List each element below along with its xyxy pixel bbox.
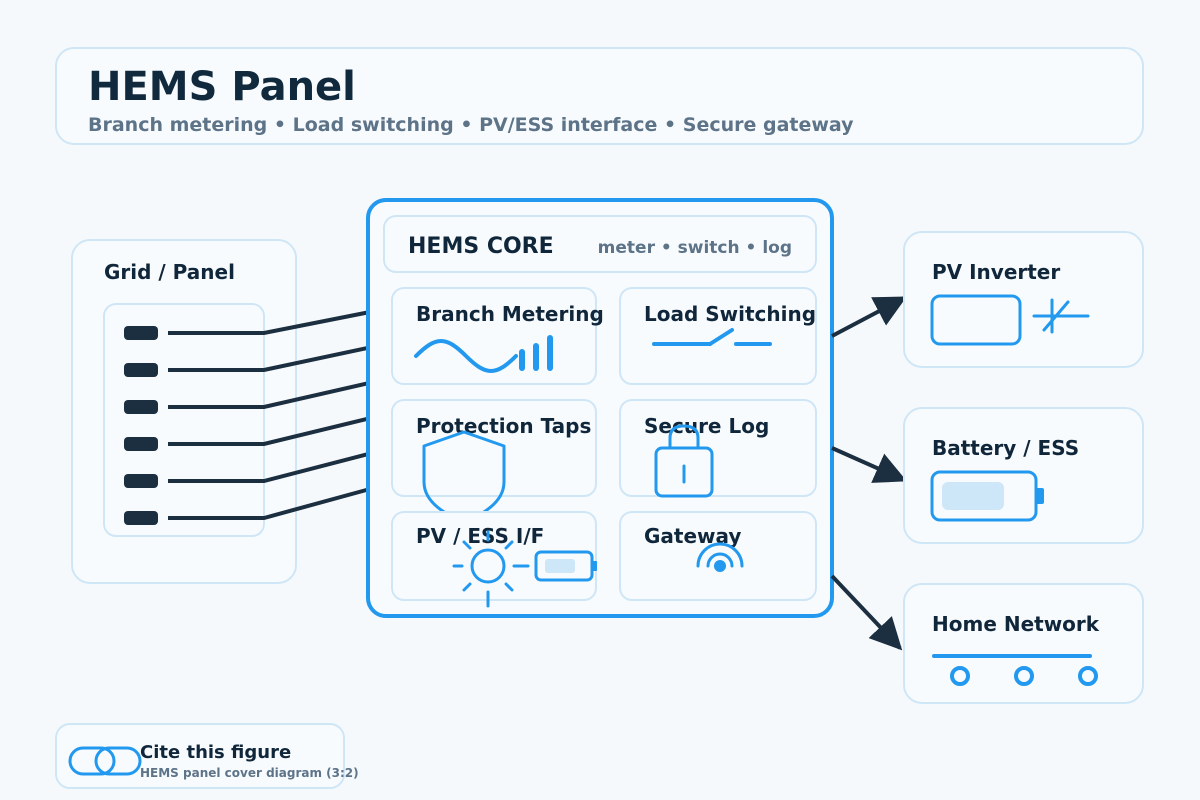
cite-card[interactable]: Cite this figure HEMS panel cover diagra… (55, 723, 359, 789)
page-title: HEMS Panel (88, 64, 356, 110)
grid-panel-box: Grid / Panel (71, 239, 297, 584)
module-label: Load Switching (644, 302, 816, 326)
waveform-bars-icon (414, 335, 553, 373)
arrow-to-home-network (830, 574, 903, 651)
feeder-wire (168, 416, 371, 446)
output-label: Battery / ESS (932, 436, 1079, 460)
feeder-wire (168, 345, 371, 372)
module-pv-ess-interface: PV / ESS I/F (391, 511, 597, 608)
module-secure-log: Secure Log (619, 399, 817, 498)
feeder-wire (168, 310, 371, 335)
module-label: Secure Log (644, 414, 769, 438)
cite-subtitle: HEMS panel cover diagram (3:2) (140, 766, 359, 780)
output-label: PV Inverter (932, 260, 1060, 284)
arrow-to-pv-inverter (831, 296, 907, 338)
module-label: Protection Taps (416, 414, 591, 438)
module-load-switching: Load Switching (619, 287, 817, 385)
breaker (124, 437, 158, 451)
sun-icon (452, 530, 530, 608)
module-gateway: Gateway (619, 511, 817, 601)
output-home-network: Home Network (903, 583, 1144, 704)
padlock-icon (654, 424, 714, 498)
breaker-list (124, 326, 158, 525)
feeder-wires (168, 310, 371, 520)
module-label: Branch Metering (416, 302, 604, 326)
hems-core: HEMS CORE meter • switch • log Branch Me… (366, 198, 834, 618)
breaker (124, 400, 158, 414)
inverter-icon (930, 294, 1090, 346)
network-nodes-icon (932, 654, 1098, 686)
grid-panel-label: Grid / Panel (104, 260, 235, 284)
feeder-wire (168, 487, 371, 520)
breaker (124, 474, 158, 488)
feeder-wire (168, 451, 371, 483)
cite-title[interactable]: Cite this figure (140, 742, 291, 763)
link-icon (68, 746, 142, 776)
wireless-icon (696, 542, 744, 572)
feeder-wire (168, 380, 371, 409)
module-label: PV / ESS I/F (416, 524, 544, 548)
output-arrows (830, 296, 907, 651)
breaker (124, 326, 158, 340)
header-card: HEMS Panel Branch metering • Load switch… (55, 47, 1144, 145)
module-branch-metering: Branch Metering (391, 287, 604, 385)
core-title: HEMS CORE (408, 234, 554, 259)
page-subtitle: Branch metering • Load switching • PV/ES… (88, 114, 854, 136)
core-header (383, 215, 817, 273)
arrow-to-battery (831, 446, 907, 483)
output-label: Home Network (932, 612, 1100, 636)
breaker (124, 511, 158, 525)
battery-icon (534, 550, 597, 582)
switch-icon (652, 328, 772, 346)
battery-icon (930, 470, 1044, 522)
core-subtitle: meter • switch • log (598, 238, 792, 258)
breaker (124, 363, 158, 377)
output-battery-ess: Battery / ESS (903, 407, 1144, 544)
output-pv-inverter: PV Inverter (903, 231, 1144, 368)
